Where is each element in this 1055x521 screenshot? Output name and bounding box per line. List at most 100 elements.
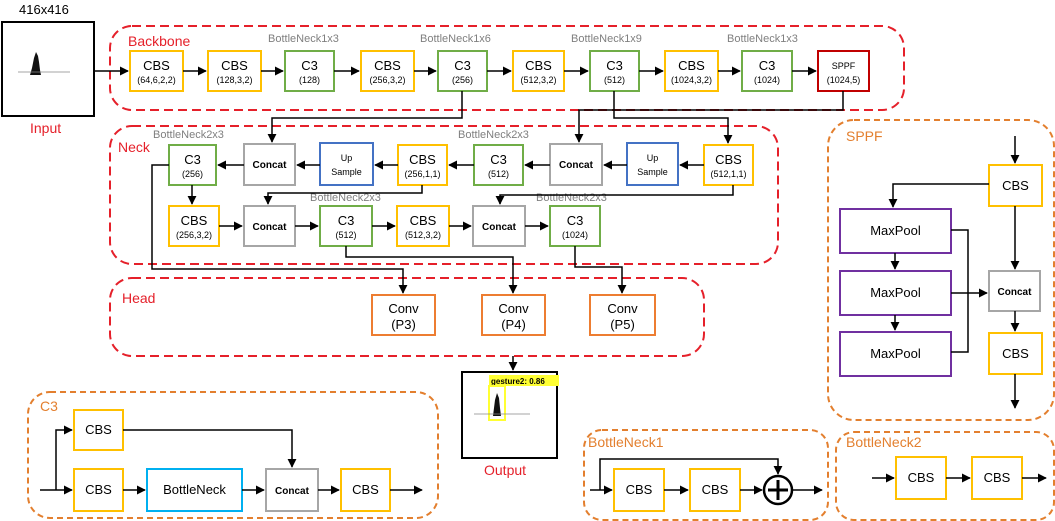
svg-text:CBS: CBS <box>1002 178 1029 193</box>
svg-text:(128): (128) <box>299 75 320 85</box>
svg-text:(P3): (P3) <box>391 317 416 332</box>
neck-block-cbs-256-1-1: CBS (256,1,1) <box>397 144 448 186</box>
c3-detail-concat: Concat <box>265 468 319 512</box>
input-hand-silhouette <box>18 52 70 75</box>
svg-text:CBS: CBS <box>143 58 170 73</box>
bottleneck1-detail-arrows <box>590 458 823 495</box>
neck-block-c3-1024: C3 (1024) <box>549 205 601 247</box>
svg-text:Concat: Concat <box>482 222 517 233</box>
sppf-detail-cbs-bottom: CBS <box>988 332 1043 375</box>
c3-detail-cbs-top: CBS <box>73 409 124 451</box>
svg-text:MaxPool: MaxPool <box>870 346 921 361</box>
svg-text:CBS: CBS <box>181 213 208 228</box>
svg-text:CBS: CBS <box>410 213 437 228</box>
backbone-note-3: BottleNeck1x9 <box>571 33 642 45</box>
input-caption: Input <box>30 120 61 136</box>
backbone-note-1: BottleNeck1x3 <box>268 33 339 45</box>
backbone-block-cbs-4: CBS (512,3,2) <box>512 50 565 92</box>
svg-text:MaxPool: MaxPool <box>870 285 921 300</box>
svg-text:C3: C3 <box>184 152 201 167</box>
svg-text:(512,3,2): (512,3,2) <box>520 75 556 85</box>
backbone-block-sppf: SPPF (1024,5) <box>817 50 870 92</box>
neck-note-4: BottleNeck2x3 <box>536 192 607 204</box>
sppf-detail-maxpool-3: MaxPool <box>839 331 952 377</box>
svg-text:Sample: Sample <box>637 167 668 177</box>
svg-text:C3: C3 <box>338 213 355 228</box>
neck-arrows <box>187 91 844 231</box>
svg-text:CBS: CBS <box>374 58 401 73</box>
bottleneck2-detail-cbs-2: CBS <box>971 456 1023 500</box>
head-arrows <box>151 164 627 371</box>
svg-text:CBS: CBS <box>85 422 112 437</box>
svg-text:(1024,5): (1024,5) <box>827 75 861 85</box>
head-block-conv-p3: Conv (P3) <box>371 294 436 336</box>
svg-text:CBS: CBS <box>352 482 379 497</box>
c3-detail-bottleneck: BottleNeck <box>146 468 243 512</box>
neck-block-cbs-256-3-2: CBS (256,3,2) <box>168 205 220 247</box>
backbone-block-cbs-2: CBS (128,3,2) <box>207 50 262 92</box>
svg-text:(512): (512) <box>604 75 625 85</box>
neck-block-concat-4: Concat <box>472 205 526 247</box>
svg-text:Concat: Concat <box>275 486 310 497</box>
c3-group-frame <box>27 391 439 519</box>
svg-text:Conv: Conv <box>388 301 419 316</box>
svg-text:(128,3,2): (128,3,2) <box>216 75 252 85</box>
neck-block-c3-512-bottom: C3 (512) <box>319 205 373 247</box>
input-image <box>1 21 95 117</box>
detection-label: gesture2: 0.86 <box>491 377 545 386</box>
output-image <box>461 371 558 459</box>
svg-text:(1024,3,2): (1024,3,2) <box>671 75 712 85</box>
bottleneck2-title: BottleNeck2 <box>846 434 922 450</box>
svg-text:CBS: CBS <box>984 470 1011 485</box>
svg-text:(256,3,2): (256,3,2) <box>369 75 405 85</box>
svg-text:CBS: CBS <box>85 482 112 497</box>
backbone-block-c3-4: C3 (1024) <box>741 50 793 92</box>
sppf-group-frame <box>827 119 1055 421</box>
sppf-title: SPPF <box>846 128 883 144</box>
neck-block-upsample-1: Up Sample <box>319 142 374 186</box>
svg-text:CBS: CBS <box>702 482 729 497</box>
backbone-block-c3-3: C3 (512) <box>589 50 640 92</box>
neck-block-c3-512-top: C3 (512) <box>473 144 524 186</box>
c3-detail-arrows <box>40 425 423 495</box>
bottleneck1-title: BottleNeck1 <box>588 434 664 450</box>
svg-text:(1024): (1024) <box>562 230 588 240</box>
svg-text:(512,3,2): (512,3,2) <box>405 230 441 240</box>
input-size-label: 416x416 <box>19 2 69 17</box>
sppf-detail-cbs-top: CBS <box>988 164 1043 207</box>
svg-text:(256,3,2): (256,3,2) <box>176 230 212 240</box>
svg-text:Conv: Conv <box>498 301 529 316</box>
svg-text:(P4): (P4) <box>501 317 526 332</box>
svg-text:CBS: CBS <box>409 152 436 167</box>
svg-text:(64,6,2,2): (64,6,2,2) <box>137 75 176 85</box>
detection-label-bg <box>489 375 559 386</box>
svg-text:Concat: Concat <box>253 160 288 171</box>
svg-text:CBS: CBS <box>678 58 705 73</box>
neck-title: Neck <box>118 139 151 155</box>
svg-text:CBS: CBS <box>525 58 552 73</box>
backbone-block-cbs-5: CBS (1024,3,2) <box>664 50 719 92</box>
backbone-block-c3-1: C3 (128) <box>284 50 335 92</box>
svg-text:(512,1,1): (512,1,1) <box>710 169 746 179</box>
svg-text:C3: C3 <box>490 152 507 167</box>
head-block-conv-p4: Conv (P4) <box>481 294 546 336</box>
backbone-block-cbs-3: CBS (256,3,2) <box>360 50 415 92</box>
neck-note-2: BottleNeck2x3 <box>458 129 529 141</box>
svg-text:BottleNeck: BottleNeck <box>163 482 226 497</box>
svg-text:CBS: CBS <box>908 470 935 485</box>
bottleneck2-group-frame <box>835 431 1055 521</box>
head-title: Head <box>122 290 155 306</box>
sppf-detail-concat: Concat <box>988 270 1041 312</box>
svg-text:Concat: Concat <box>253 222 288 233</box>
sppf-detail-maxpool-2: MaxPool <box>839 270 952 316</box>
svg-text:C3: C3 <box>606 58 623 73</box>
svg-text:Conv: Conv <box>607 301 638 316</box>
svg-text:C3: C3 <box>454 58 471 73</box>
bottleneck1-detail-cbs-2: CBS <box>689 468 741 512</box>
c3-detail-cbs-right: CBS <box>340 468 391 512</box>
svg-text:Up: Up <box>647 153 659 163</box>
sppf-detail-maxpool-1: MaxPool <box>839 208 952 254</box>
neck-block-upsample-2: Up Sample <box>626 142 679 186</box>
svg-text:(1024): (1024) <box>754 75 780 85</box>
